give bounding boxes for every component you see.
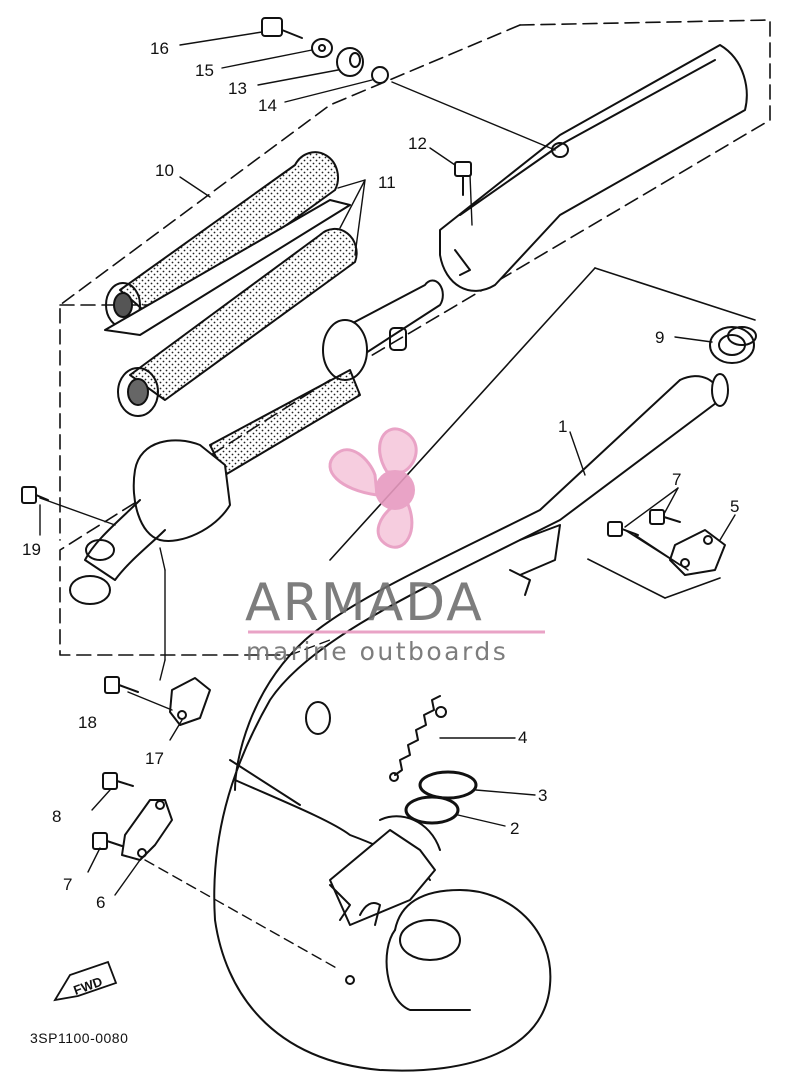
watermark-tagline: marine outboards [246, 637, 508, 666]
part-label-7-lower: 7 [63, 875, 72, 894]
grommet-part-9 [709, 326, 757, 364]
part-label-8: 8 [52, 807, 61, 826]
bolt-part-7-lower [92, 832, 123, 850]
part-label-2: 2 [510, 819, 519, 838]
bolt-part-16 [261, 17, 303, 39]
part-label-11: 11 [378, 173, 396, 192]
diagram-code: 3SP1100-0080 [30, 1030, 128, 1046]
part-label-5: 5 [730, 497, 739, 516]
bolt-part-18 [104, 676, 139, 694]
bolt-part-8 [102, 772, 134, 790]
watermark-brand: ARMADA [245, 573, 484, 633]
part-label-4: 4 [518, 728, 527, 747]
part-label-17: 17 [145, 749, 164, 768]
collar-part-14 [371, 66, 389, 84]
part-label-1: 1 [558, 417, 567, 436]
bolt-part-7-upper [607, 509, 681, 537]
leader-lines [39, 31, 736, 896]
bolt-part-19 [21, 486, 49, 504]
part-label-16: 16 [150, 39, 169, 58]
stay-part-5 [669, 529, 726, 576]
part-label-10: 10 [155, 161, 174, 180]
stay-part-6 [121, 799, 173, 861]
dashed-leader-lines [144, 639, 341, 971]
expansion-chamber-part-1 [213, 373, 729, 1072]
part-label-13: 13 [228, 79, 247, 98]
part-label-3: 3 [538, 786, 547, 805]
washer-part-15 [311, 38, 333, 58]
part-label-7-upper: 7 [672, 470, 681, 489]
part-label-12: 12 [408, 134, 427, 153]
silencer-body [69, 439, 231, 605]
part-label-14: 14 [258, 96, 277, 115]
bolt-part-12 [454, 161, 472, 196]
heat-shield [439, 44, 748, 292]
tailpipe-part-10 [104, 151, 351, 336]
part-label-6: 6 [96, 893, 105, 912]
fwd-arrow-icon: FWD [53, 960, 118, 1002]
part-number-labels: 16 15 13 14 12 10 11 9 1 7 5 19 18 17 4 … [22, 39, 739, 912]
bracket-lines [329, 267, 756, 599]
stay-part-17 [169, 677, 211, 726]
spring-part-4 [389, 695, 447, 782]
o-ring-part-3 [418, 770, 478, 800]
part-label-18: 18 [78, 713, 97, 732]
baffle-tube [209, 279, 444, 476]
part-label-15: 15 [195, 61, 214, 80]
propeller-icon [328, 427, 418, 549]
tailpipe-part-11 [117, 227, 358, 417]
gasket-part-2 [404, 795, 460, 825]
part-label-9: 9 [655, 328, 664, 347]
watermark: ARMADA marine outboards [245, 427, 545, 666]
part-label-19: 19 [22, 540, 41, 559]
damper-part-13 [336, 47, 364, 77]
